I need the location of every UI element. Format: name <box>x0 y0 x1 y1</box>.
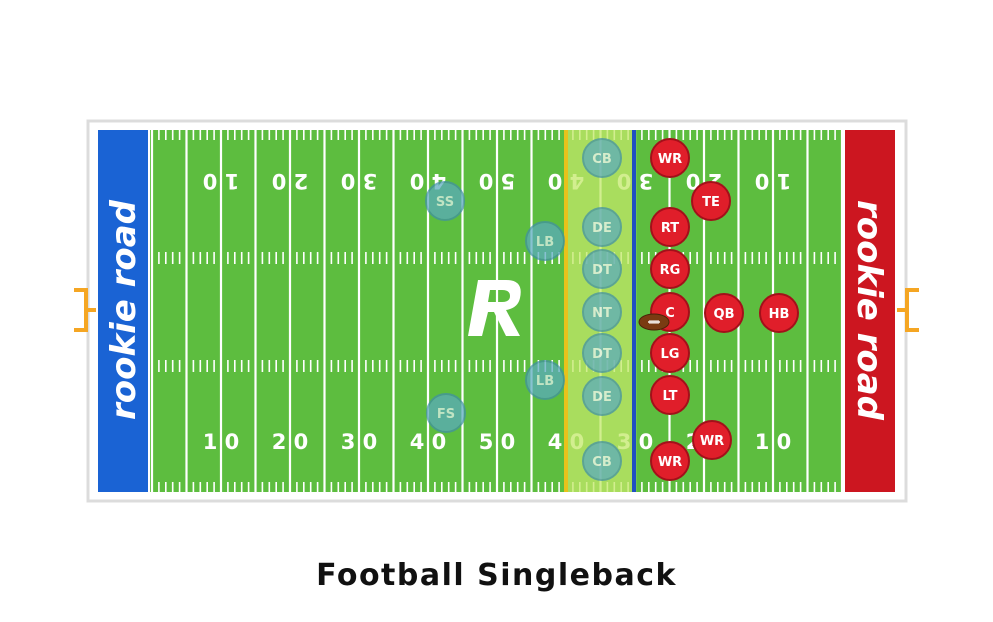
offense-player-wr-marker <box>650 441 690 481</box>
defense-player-dt-marker <box>582 333 622 373</box>
offense-player-wr: WR <box>650 441 690 481</box>
offense-player-qb-label: QB <box>714 307 735 322</box>
defense-player-lb-marker <box>525 360 565 400</box>
defense-player-de-marker <box>582 376 622 416</box>
yard-number-top: 1 0 <box>755 169 792 193</box>
offense-player-lt: LT <box>650 375 690 415</box>
offense-player-rt-label: RT <box>661 221 679 236</box>
offense-player-rg-label: RG <box>660 263 681 278</box>
defense-player-nt-label: NT <box>592 306 612 321</box>
diagram-title: Football Singleback <box>316 558 677 593</box>
defense-player-de: DE <box>582 207 622 247</box>
right-goalpost <box>897 288 919 332</box>
offense-player-qb-marker <box>704 293 744 333</box>
defense-player-cb-label: CB <box>592 455 611 470</box>
offense-player-te-label: TE <box>702 195 720 210</box>
left-goalpost <box>74 288 96 332</box>
midfield-logo <box>468 280 521 336</box>
offense-player-lg-marker <box>650 333 690 373</box>
right-endzone <box>845 130 895 492</box>
defense-player-de: DE <box>582 376 622 416</box>
defense-player-fs: FS <box>426 393 466 433</box>
yard-number-bottom: 1 0 <box>203 430 240 454</box>
offense-player-wr: WR <box>692 420 732 460</box>
left-endzone-logo: rookie road <box>104 199 144 420</box>
offense-player-lg-label: LG <box>661 347 680 362</box>
offense-player-wr-marker <box>692 420 732 460</box>
yard-number-bottom: 5 0 <box>479 430 516 454</box>
offense-player-rg: RG <box>650 249 690 289</box>
defense-player-lb: LB <box>525 221 565 261</box>
offense-player-lg: LG <box>650 333 690 373</box>
offense-player-lt-marker <box>650 375 690 415</box>
defense-player-lb-marker <box>525 221 565 261</box>
defense-player-cb: CB <box>582 441 622 481</box>
defense-player-fs-marker <box>426 393 466 433</box>
offense-player-rt-marker <box>650 207 690 247</box>
defense-player-cb: CB <box>582 138 622 178</box>
offense-player-rg-marker <box>650 249 690 289</box>
offense-player-te: TE <box>691 181 731 221</box>
defense-player-ss-label: SS <box>436 195 454 210</box>
defense-player-dt: DT <box>582 249 622 289</box>
logo-r-mark <box>468 280 521 336</box>
defense-player-lb: LB <box>525 360 565 400</box>
yard-number-bottom: 3 0 <box>341 430 378 454</box>
yard-number-bottom: 4 0 <box>410 430 447 454</box>
offense-player-wr-label: WR <box>700 434 724 449</box>
defense-player-nt-marker <box>582 292 622 332</box>
offense-player-c-label: C <box>665 306 675 321</box>
offense-player-wr-label: WR <box>658 152 682 167</box>
offense-player-lt-label: LT <box>663 389 678 404</box>
defense-player-cb-marker <box>582 441 622 481</box>
football <box>638 313 670 331</box>
field-layer: rookie road rookie road <box>74 119 919 503</box>
yard-number-top: 2 0 <box>272 169 309 193</box>
defense-player-de-label: DE <box>592 221 612 236</box>
defense-player-dt: DT <box>582 333 622 373</box>
offense-player-hb-marker <box>759 293 799 333</box>
yard-number-top: 3 0 <box>341 169 378 193</box>
offense-player-wr: WR <box>650 138 690 178</box>
defense-player-lb-label: LB <box>536 374 554 389</box>
right-endzone-logo: rookie road <box>849 200 889 421</box>
offense-player-rt: RT <box>650 207 690 247</box>
players: CB SS DE LB DT NT DT LB DE FS CB WR TE RT RG C QB HB LG LT W… <box>425 138 799 481</box>
defense-player-cb-label: CB <box>592 152 611 167</box>
defense-player-dt-marker <box>582 249 622 289</box>
defense-player-nt: NT <box>582 292 622 332</box>
left-endzone <box>98 130 148 492</box>
defense-player-fs-label: FS <box>437 407 455 422</box>
yard-number-bottom: 2 0 <box>272 430 309 454</box>
defense-player-de-marker <box>582 207 622 247</box>
offense-player-te-marker <box>691 181 731 221</box>
defense-player-lb-label: LB <box>536 235 554 250</box>
yard-number-top: 1 0 <box>203 169 240 193</box>
defense-player-dt-label: DT <box>592 347 612 362</box>
yard-number-bottom: 1 0 <box>755 430 792 454</box>
offense-player-qb: QB <box>704 293 744 333</box>
offense-player-wr-marker <box>650 138 690 178</box>
offense-player-hb: HB <box>759 293 799 333</box>
defense-player-dt-label: DT <box>592 263 612 278</box>
defense-player-ss: SS <box>425 181 465 221</box>
defense-player-cb-marker <box>582 138 622 178</box>
offense-player-hb-label: HB <box>769 307 790 322</box>
defense-player-ss-marker <box>425 181 465 221</box>
offense-player-wr-label: WR <box>658 455 682 470</box>
defense-player-de-label: DE <box>592 390 612 405</box>
yard-number-top: 5 0 <box>479 169 516 193</box>
